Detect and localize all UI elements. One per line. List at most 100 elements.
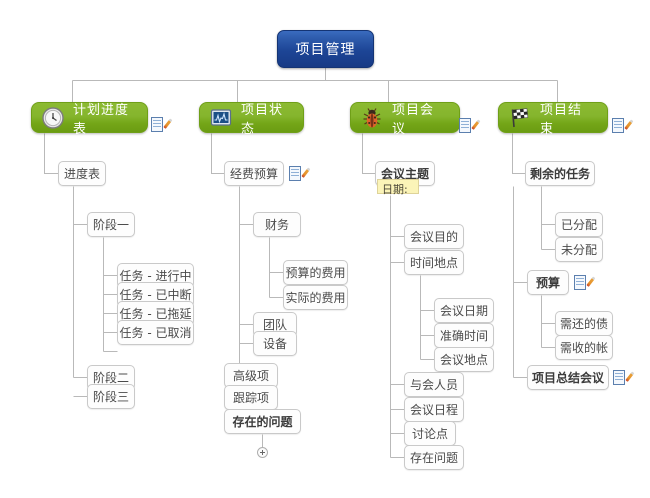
node-label: 阶段一 bbox=[93, 218, 130, 232]
branch-label-schedule: 计划进度表 bbox=[73, 102, 130, 137]
node-label: 需收的帐 bbox=[560, 341, 609, 355]
note-icon-project-summary[interactable] bbox=[613, 370, 635, 386]
branch-node-status[interactable]: 项目状态 bbox=[199, 102, 304, 137]
note-rule bbox=[291, 169, 299, 170]
node-label: 财务 bbox=[264, 218, 289, 232]
note-rule bbox=[153, 123, 161, 124]
node-label: 会议主题 bbox=[381, 167, 430, 181]
branch-node-schedule[interactable]: 计划进度表 bbox=[31, 102, 148, 137]
node-label: 项目总结会议 bbox=[532, 371, 605, 385]
node-attendees[interactable]: 与会人员 bbox=[404, 372, 464, 397]
node-label: 团队 bbox=[262, 318, 287, 332]
sticky-note-date[interactable]: 日期: bbox=[377, 179, 419, 196]
node-label: 会议日期 bbox=[440, 304, 489, 318]
node-meeting-agenda[interactable]: 会议日程 bbox=[404, 397, 464, 422]
node-unassigned[interactable]: 未分配 bbox=[555, 237, 603, 262]
note-rule bbox=[461, 127, 469, 128]
node-label: 任务 - 进行中 bbox=[119, 269, 192, 283]
node-label: 与会人员 bbox=[410, 378, 459, 392]
node-finance[interactable]: 财务 bbox=[253, 212, 301, 237]
note-rule bbox=[291, 172, 299, 173]
node-project-summary-meeting[interactable]: 项目总结会议 bbox=[527, 365, 609, 390]
node-phase-3[interactable]: 阶段三 bbox=[87, 384, 135, 409]
checkered-flag-icon bbox=[508, 106, 532, 130]
node-label: 经费预算 bbox=[230, 167, 279, 181]
note-rule bbox=[461, 121, 469, 122]
node-label: 预算 bbox=[535, 276, 560, 290]
node-exact-time[interactable]: 准确时间 bbox=[434, 323, 494, 348]
note-rule bbox=[153, 126, 161, 127]
node-debts-payable[interactable]: 需还的债 bbox=[555, 311, 613, 336]
note-rule bbox=[614, 127, 622, 128]
node-advanced-items[interactable]: 高级项 bbox=[224, 363, 278, 388]
node-label: 高级项 bbox=[232, 369, 269, 383]
clock-icon bbox=[41, 106, 65, 130]
node-receivables[interactable]: 需收的帐 bbox=[555, 335, 613, 360]
note-rule bbox=[461, 124, 469, 125]
node-time-place[interactable]: 时间地点 bbox=[404, 250, 464, 275]
note-rule bbox=[576, 281, 584, 282]
node-label: 剩余的任务 bbox=[530, 167, 591, 181]
bug-icon bbox=[360, 106, 384, 130]
node-label: 任务 - 已拖延 bbox=[119, 307, 192, 321]
node-label: 会议目的 bbox=[410, 230, 459, 244]
expand-icon-existing-issues[interactable] bbox=[257, 447, 268, 458]
node-label: 时间地点 bbox=[410, 256, 459, 270]
root-node[interactable]: 项目管理 bbox=[277, 30, 374, 68]
note-icon-closure[interactable] bbox=[612, 118, 634, 134]
note-rule bbox=[576, 278, 584, 279]
note-rule bbox=[615, 376, 623, 377]
node-label: 存在的问题 bbox=[232, 415, 293, 429]
node-meeting-purpose[interactable]: 会议目的 bbox=[404, 224, 464, 249]
node-existing-issues[interactable]: 存在的问题 bbox=[224, 409, 301, 434]
node-budget[interactable]: 预算 bbox=[527, 270, 569, 295]
node-meeting-date[interactable]: 会议日期 bbox=[434, 298, 494, 323]
note-rule bbox=[291, 175, 299, 176]
note-rule bbox=[615, 373, 623, 374]
node-remaining-tasks[interactable]: 剩余的任务 bbox=[525, 161, 595, 186]
note-rule bbox=[614, 121, 622, 122]
node-label: 会议地点 bbox=[440, 353, 489, 367]
node-label: 跟踪项 bbox=[232, 391, 269, 405]
sticky-note-label: 日期: bbox=[382, 183, 408, 196]
node-label: 设备 bbox=[262, 337, 287, 351]
branch-label-closure: 项目结束 bbox=[540, 102, 583, 137]
node-label: 会议日程 bbox=[410, 403, 459, 417]
note-icon-budget[interactable] bbox=[574, 275, 596, 291]
note-icon-schedule[interactable] bbox=[151, 117, 173, 133]
note-rule bbox=[153, 120, 161, 121]
branch-node-closure[interactable]: 项目结束 bbox=[498, 102, 608, 137]
note-rule bbox=[614, 124, 622, 125]
note-icon-budget-plan[interactable] bbox=[289, 166, 311, 182]
node-label: 任务 - 已中断 bbox=[119, 288, 192, 302]
node-label: 阶段三 bbox=[93, 390, 130, 404]
node-label: 准确时间 bbox=[440, 329, 489, 343]
node-label: 任务 - 已取消 bbox=[119, 326, 192, 340]
node-budget-plan[interactable]: 经费预算 bbox=[224, 161, 284, 186]
node-discussion-points[interactable]: 讨论点 bbox=[404, 421, 456, 446]
node-label: 讨论点 bbox=[412, 427, 449, 441]
node-budgeted-cost[interactable]: 预算的费用 bbox=[283, 260, 348, 285]
branch-label-meeting: 项目会议 bbox=[392, 102, 435, 137]
node-label: 阶段二 bbox=[93, 371, 130, 385]
note-rule bbox=[576, 284, 584, 285]
node-meeting-issues[interactable]: 存在问题 bbox=[404, 445, 464, 470]
note-rule bbox=[615, 379, 623, 380]
node-meeting-location[interactable]: 会议地点 bbox=[434, 347, 494, 372]
node-label: 未分配 bbox=[561, 243, 598, 257]
note-icon-meeting[interactable] bbox=[459, 118, 481, 134]
node-task-cancelled[interactable]: 任务 - 已取消 bbox=[117, 320, 194, 345]
node-label: 需还的债 bbox=[560, 317, 609, 331]
node-label: 已分配 bbox=[561, 218, 598, 232]
node-schedule-table[interactable]: 进度表 bbox=[58, 161, 106, 186]
node-equipment[interactable]: 设备 bbox=[253, 331, 297, 356]
node-assigned[interactable]: 已分配 bbox=[555, 212, 603, 237]
branch-label-status: 项目状态 bbox=[241, 102, 284, 137]
node-tracking-items[interactable]: 跟踪项 bbox=[224, 385, 278, 410]
node-actual-cost[interactable]: 实际的费用 bbox=[283, 285, 348, 310]
node-label: 预算的费用 bbox=[285, 266, 346, 280]
branch-node-meeting[interactable]: 项目会议 bbox=[350, 102, 460, 137]
node-phase-1[interactable]: 阶段一 bbox=[87, 212, 135, 237]
